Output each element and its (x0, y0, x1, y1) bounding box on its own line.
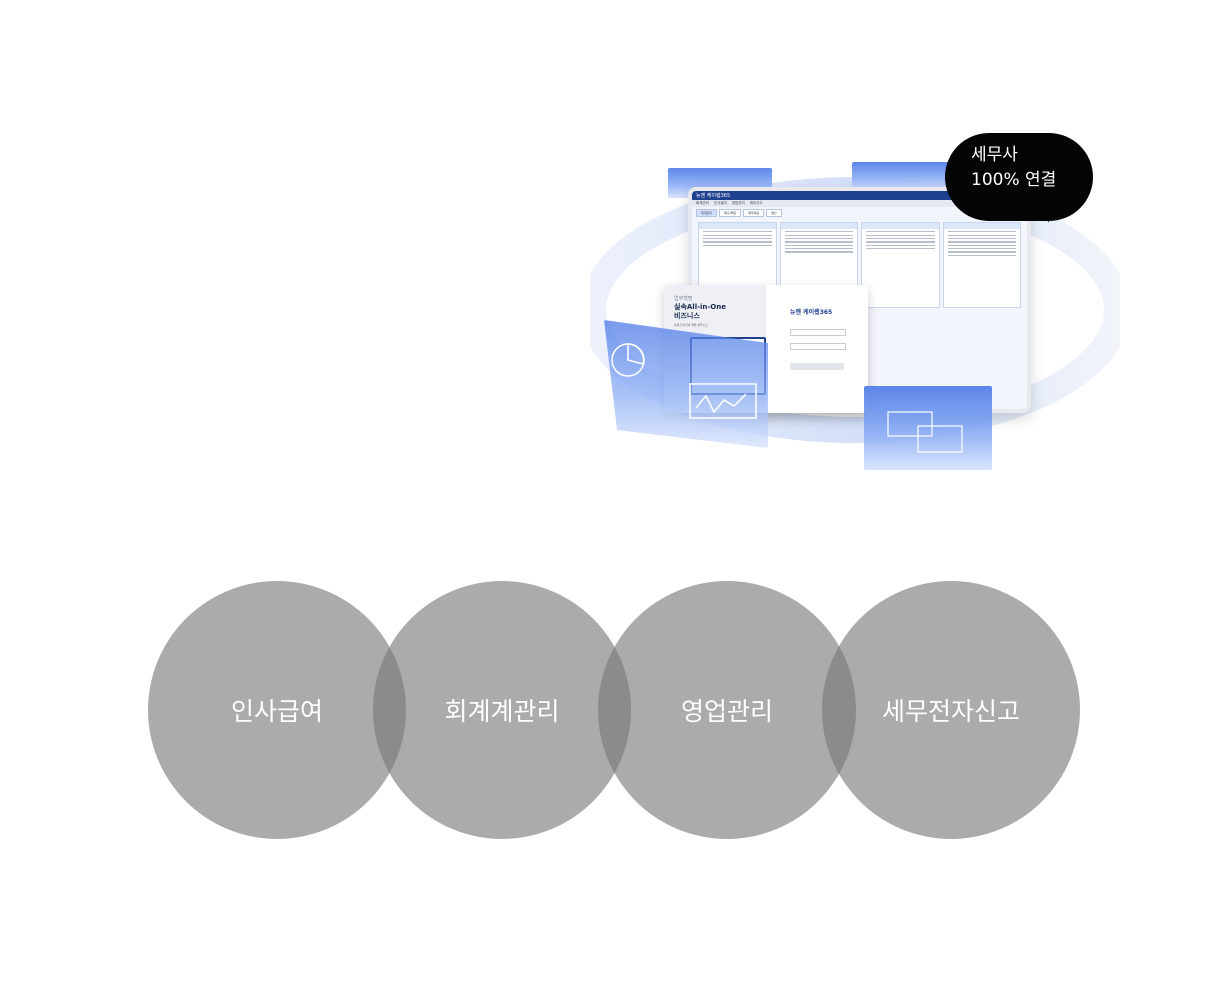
feature-circle-hr: 인사급여 (148, 581, 406, 839)
pie-chart-icon (611, 343, 645, 377)
app-panel (942, 222, 1021, 308)
app-tabs: 회계관리 매출/매입 재무제표 결산 (692, 207, 1027, 219)
promo-eyebrow: 업무혁명 (674, 296, 693, 302)
login-button (790, 363, 844, 370)
menu-item: 인사급여 (713, 201, 727, 205)
promo-headline: 실속All-in-One 비즈니스 (674, 303, 726, 321)
blue-panel-right-bottom (864, 386, 992, 470)
app-menubar: 회계관리 인사급여 영업관리 세무신고 (692, 200, 1027, 207)
feature-circle-sales: 영업관리 (598, 581, 856, 839)
app-panel (861, 222, 940, 308)
app-titlebar: 뉴젠 케이렙365 (692, 191, 1027, 200)
feature-circle-tax: 세무전자신고 (822, 581, 1080, 839)
app-panels (692, 219, 1027, 311)
window-outline-icon (887, 411, 963, 453)
hero-illustration: 뉴젠 케이렙365 회계관리 인사급여 영업관리 세무신고 회계관리 매출/매입… (560, 120, 1160, 480)
login-brand: 뉴젠 케이렙365 (790, 309, 833, 316)
login-form: 뉴젠 케이렙365 (766, 285, 868, 413)
menu-item: 세무신고 (749, 201, 763, 205)
promo-headline-2: 비즈니스 (674, 312, 700, 320)
login-password-field (790, 343, 846, 350)
menu-item: 회계관리 (696, 201, 709, 205)
speech-bubble: 세무사 100% 연결 (945, 133, 1093, 221)
app-tab: 재무제표 (743, 209, 765, 217)
app-tab: 매출/매입 (719, 209, 742, 217)
blue-panel-right-top (852, 162, 952, 190)
chart-sketch-icon (689, 383, 757, 419)
app-tab: 회계관리 (696, 209, 718, 217)
feature-circle-accounting: 회계계관리 (373, 581, 631, 839)
feature-label: 영업관리 (680, 697, 773, 726)
login-id-field (790, 329, 846, 336)
promo-headline-1: 실속All-in-One (674, 303, 726, 311)
feature-label: 세무전자신고 (881, 697, 1020, 726)
feature-label: 인사급여 (230, 697, 323, 726)
promo-sub: 회계·인사급여·영업·세무신고 (674, 323, 708, 327)
bubble-text: 세무사 100% 연결 (971, 145, 1057, 190)
app-tab: 결산 (766, 209, 782, 217)
app-title: 뉴젠 케이렙365 (696, 193, 731, 199)
menu-item: 영업관리 (731, 201, 745, 205)
feature-label: 회계계관리 (444, 697, 560, 726)
